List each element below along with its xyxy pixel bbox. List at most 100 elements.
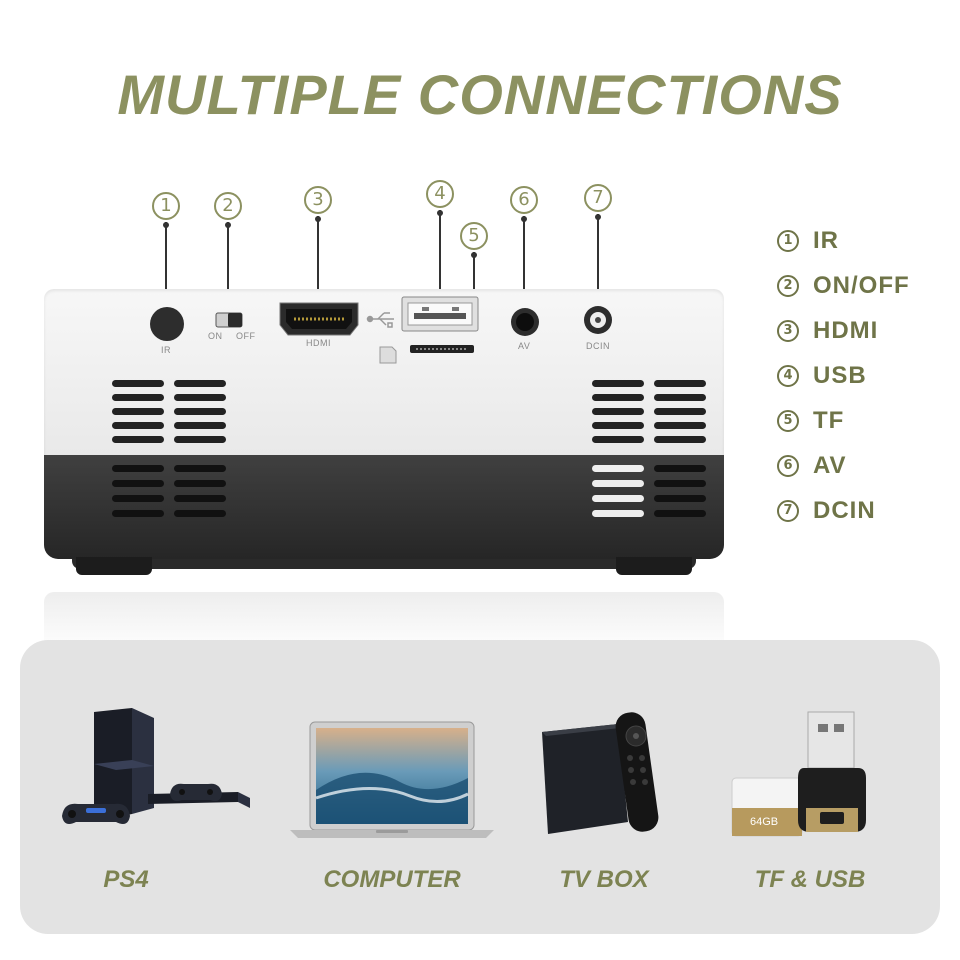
legend-item: 6 AV <box>777 443 910 488</box>
vent-slot <box>592 480 644 487</box>
tf-card-slot-icon <box>410 345 474 353</box>
vent-slot <box>174 510 226 517</box>
ir-sensor-icon <box>150 307 184 341</box>
callout-number: 4 <box>426 180 454 208</box>
legend-number: 4 <box>777 364 799 387</box>
vent-slot <box>654 510 706 517</box>
vent-slot <box>654 408 706 415</box>
legend-number: 3 <box>777 319 799 342</box>
callout-number: 3 <box>304 186 332 214</box>
legend-item: 2 ON/OFF <box>777 263 910 308</box>
port-legend: 1 IR 2 ON/OFF 3 HDMI 4 USB 5 TF 6 AV 7 D… <box>777 218 910 533</box>
legend-item: 5 TF <box>777 398 910 443</box>
switch-on-label: ON <box>208 331 223 341</box>
vent-slot <box>112 394 164 401</box>
legend-item: 7 DCIN <box>777 488 910 533</box>
usb-symbol-icon <box>366 312 394 328</box>
legend-number: 7 <box>777 499 799 522</box>
vent-slot <box>174 380 226 387</box>
callout-number: 5 <box>460 222 488 250</box>
legend-label: USB <box>813 361 867 389</box>
callout-line <box>597 214 599 302</box>
legend-number: 1 <box>777 229 799 252</box>
legend-label: HDMI <box>813 316 879 344</box>
dcin-label: DCIN <box>586 341 610 351</box>
legend-number: 2 <box>777 274 799 297</box>
vent-slot <box>174 394 226 401</box>
callout-dot <box>163 222 169 228</box>
callout-dot <box>437 210 443 216</box>
callout-dot <box>315 216 321 222</box>
callout-dot <box>471 252 477 258</box>
av-port-icon <box>511 308 539 336</box>
vent-slot <box>592 408 644 415</box>
usb-drive-icon: 64GB <box>726 708 896 844</box>
vent-slot <box>592 394 644 401</box>
tf-card-symbol-icon <box>379 346 397 364</box>
tv-box-graphic <box>542 712 659 834</box>
usb-drive-graphic <box>731 711 866 837</box>
projector-bottom-shell <box>44 455 724 559</box>
vent-slot <box>174 495 226 502</box>
vent-slot <box>654 495 706 502</box>
vent-slot <box>174 465 226 472</box>
vent-slot <box>592 465 644 472</box>
laptop-icon <box>290 720 494 840</box>
vent-slot <box>654 380 706 387</box>
vent-slot <box>174 422 226 429</box>
callout-line <box>165 222 167 322</box>
tf-card-capacity-label: 64GB <box>750 816 779 828</box>
vent-slot <box>654 480 706 487</box>
power-switch-icon <box>215 312 243 328</box>
page-title: MULTIPLE CONNECTIONS <box>117 63 843 126</box>
vent-slot <box>112 380 164 387</box>
vent-slot <box>654 422 706 429</box>
vent-slot <box>654 436 706 443</box>
vent-slot <box>592 495 644 502</box>
usb-port-icon <box>401 296 479 332</box>
callout-number: 7 <box>584 184 612 212</box>
legend-item: 3 HDMI <box>777 308 910 353</box>
ps4-console-graphic <box>62 708 250 824</box>
legend-label: TF <box>813 406 845 434</box>
callout-dot <box>225 222 231 228</box>
callout-line <box>439 210 441 298</box>
compatible-devices-panel: PS4 COMPUTER <box>20 640 940 934</box>
av-label: AV <box>518 341 531 351</box>
ports-panel <box>150 296 612 364</box>
vent-slot <box>592 422 644 429</box>
callout-dot <box>595 214 601 220</box>
callout-number: 1 <box>152 192 180 220</box>
ir-label: IR <box>161 345 171 355</box>
legend-item: 4 USB <box>777 353 910 398</box>
hdmi-port-icon <box>279 302 359 336</box>
vent-slot <box>654 394 706 401</box>
callout-dot <box>521 216 527 222</box>
callout-number: 2 <box>214 192 242 220</box>
vent-slot <box>112 510 164 517</box>
legend-number: 5 <box>777 409 799 432</box>
vent-slot <box>112 422 164 429</box>
vent-slot <box>592 380 644 387</box>
vent-slot <box>592 510 644 517</box>
vent-slot <box>112 465 164 472</box>
callout-line <box>227 222 229 308</box>
device-label-computer: COMPUTER <box>323 866 461 893</box>
vent-slot <box>174 480 226 487</box>
device-label-ps4: PS4 <box>103 866 149 893</box>
tv-box-icon <box>536 710 686 840</box>
callout-line <box>317 216 319 302</box>
callout-line <box>523 216 525 302</box>
projector-rear-view: IR ON OFF HDMI AV DCIN <box>44 289 724 589</box>
vent-slot <box>112 408 164 415</box>
projector-foot-left <box>76 557 152 575</box>
device-label-tv-box: TV BOX <box>559 866 649 893</box>
vent-slot <box>174 408 226 415</box>
legend-label: IR <box>813 226 839 254</box>
vent-slot <box>112 480 164 487</box>
vent-slot <box>592 436 644 443</box>
vent-slot <box>174 436 226 443</box>
callout-number: 6 <box>510 186 538 214</box>
laptop-graphic <box>290 721 494 838</box>
switch-off-label: OFF <box>236 331 256 341</box>
